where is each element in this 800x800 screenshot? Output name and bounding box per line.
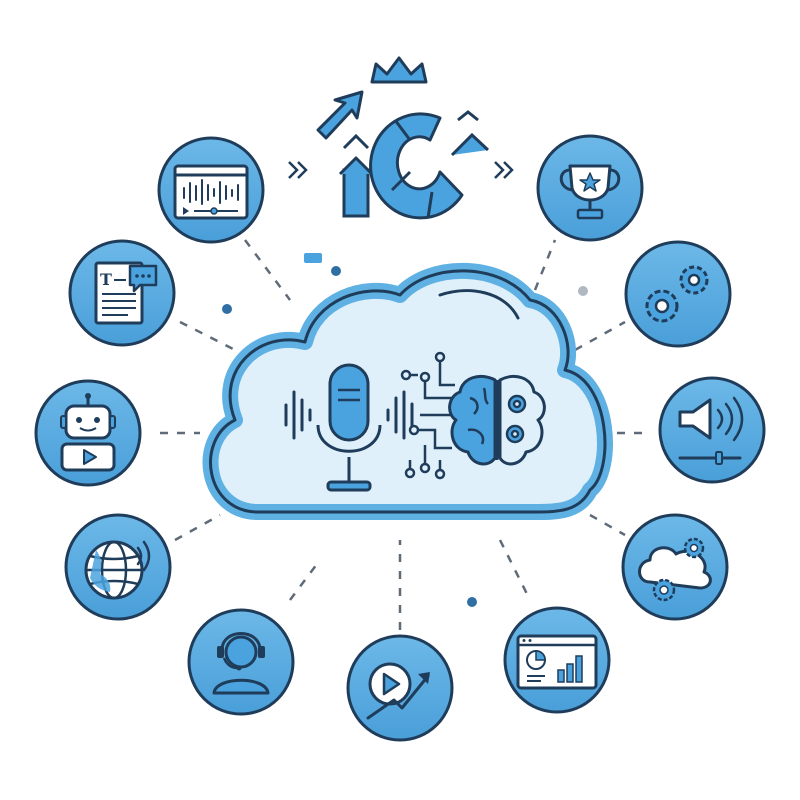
satellite-gears	[624, 240, 732, 348]
satellite-analytics-dashboard	[503, 606, 611, 714]
satellite-audio-player	[157, 136, 265, 244]
trophy-icon	[559, 164, 621, 220]
analytics-dashboard-icon	[516, 634, 598, 690]
crown-growth-logo-icon	[288, 56, 514, 220]
brain-icon	[448, 375, 546, 466]
voice-ai-cloud	[202, 262, 613, 520]
satellite-cloud-gears	[621, 513, 729, 621]
satellite-video-growth	[346, 634, 454, 742]
speaker-volume-icon	[678, 396, 744, 465]
microphone-icon	[316, 363, 382, 492]
gears-icon	[645, 265, 709, 323]
cloud-gears-icon	[638, 537, 712, 602]
satellite-globe	[64, 513, 172, 621]
satellite-trophy	[536, 134, 644, 242]
sound-wave-left-icon	[284, 390, 312, 440]
audio-player-window-icon	[173, 164, 249, 220]
text-document-chat-icon: T	[94, 261, 158, 325]
decorative-dots	[222, 253, 588, 607]
satellite-text-document: T	[68, 239, 176, 347]
sound-wave-right-icon	[386, 390, 414, 440]
headset-agent-icon	[212, 632, 270, 695]
satellite-headset-agent	[187, 608, 295, 716]
satellite-speaker	[658, 376, 766, 484]
globe-voice-icon	[84, 540, 151, 600]
circuit-lines-icon	[400, 351, 455, 480]
robot-video-icon	[60, 393, 116, 472]
satellite-robot	[34, 379, 142, 487]
connector-lines	[160, 239, 650, 630]
svg-text:T: T	[100, 270, 112, 289]
brain-gear-icon	[505, 394, 527, 444]
video-growth-icon	[366, 662, 430, 720]
